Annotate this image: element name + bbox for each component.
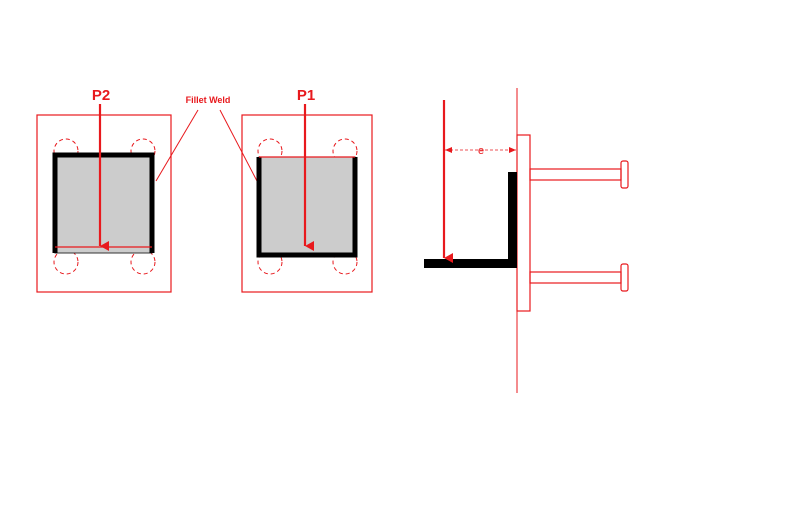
leader-line-right bbox=[219, 109, 258, 182]
bolt-hole-dashed bbox=[257, 138, 283, 164]
bolt-head bbox=[620, 263, 629, 292]
bolt bbox=[529, 160, 629, 189]
fillet-weld-line bbox=[52, 152, 155, 253]
bolt-hole-dashed bbox=[130, 138, 156, 164]
steel-section bbox=[258, 156, 356, 256]
bolt-hole-dashed bbox=[332, 138, 358, 164]
bolt-shank bbox=[529, 168, 622, 181]
plate-panel-p2: P2 bbox=[36, 87, 172, 293]
leader-line-left bbox=[155, 109, 199, 182]
dimension-arrowhead bbox=[445, 147, 452, 153]
bolt-hole-dashed bbox=[53, 249, 79, 275]
load-label-p1: P1 bbox=[297, 87, 315, 104]
bolt-hole-dashed bbox=[53, 138, 79, 164]
plate-panel-p1: P1 bbox=[241, 87, 373, 293]
bolt bbox=[529, 263, 629, 292]
fillet-weld-line bbox=[256, 157, 358, 258]
bolt-shank bbox=[529, 271, 622, 284]
bolt-hole-dashed bbox=[130, 249, 156, 275]
dimension-arrowhead bbox=[509, 147, 516, 153]
angle-vertical-leg bbox=[508, 172, 517, 268]
steel-section bbox=[54, 154, 153, 254]
fillet-weld-label: Fillet Weld bbox=[186, 95, 231, 105]
angle-horizontal-leg bbox=[424, 259, 517, 268]
end-plate bbox=[516, 134, 531, 312]
load-label-p2: P2 bbox=[92, 87, 110, 104]
base-plate-outline bbox=[241, 114, 373, 293]
eccentricity-label: e bbox=[478, 145, 484, 157]
bolt-head bbox=[620, 160, 629, 189]
base-plate-outline bbox=[36, 114, 172, 293]
fillet-weld-callout: Fillet Weld bbox=[155, 95, 258, 182]
side-view: e bbox=[424, 88, 629, 393]
